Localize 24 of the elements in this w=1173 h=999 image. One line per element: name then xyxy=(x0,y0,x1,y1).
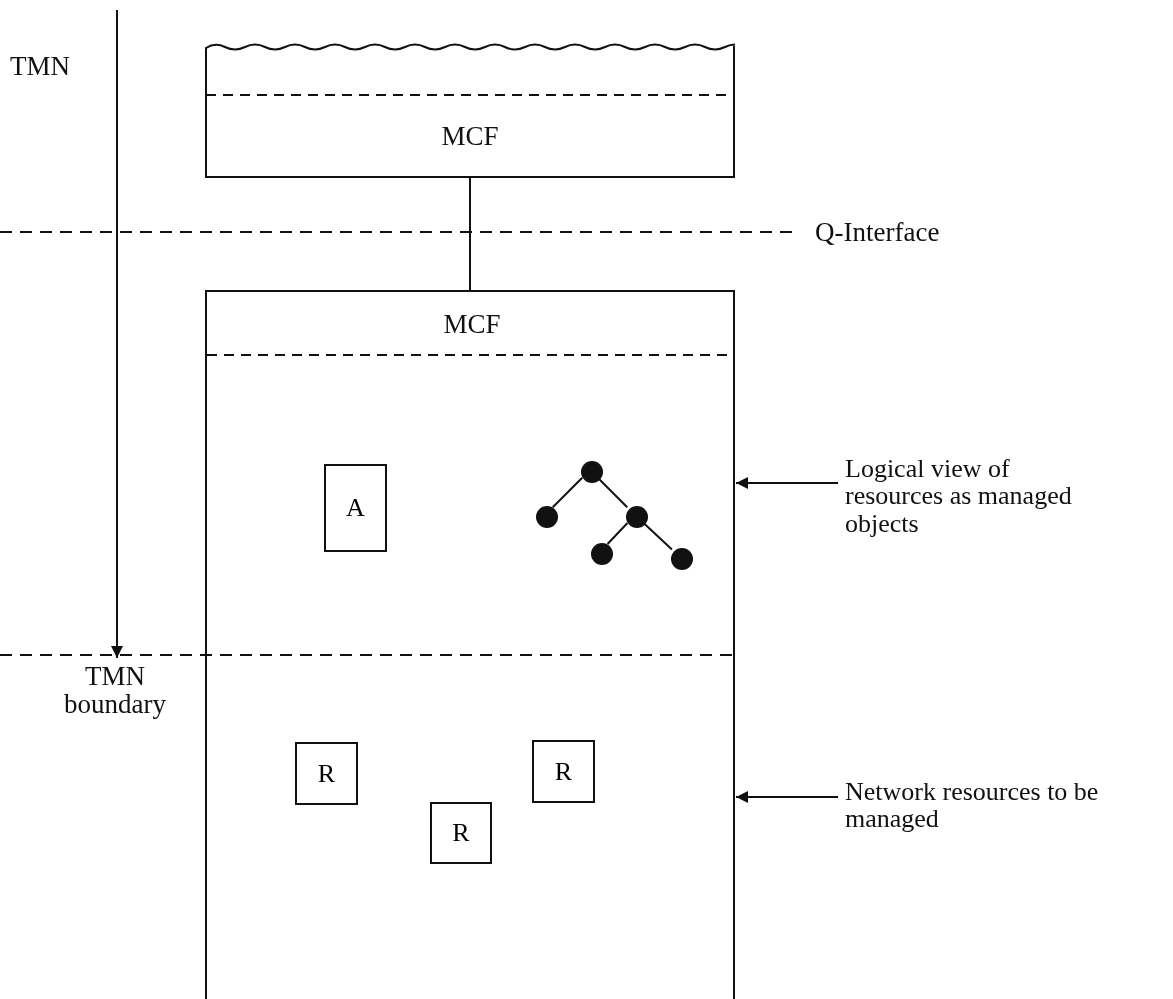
object-box xyxy=(532,740,595,803)
box-label: R xyxy=(452,818,470,848)
tree-node-dot xyxy=(536,506,558,528)
pointer-arrow xyxy=(735,791,839,803)
tree-link xyxy=(606,522,629,545)
pointer-arrow xyxy=(735,477,839,489)
connector-line xyxy=(469,177,471,291)
tree-node-dot xyxy=(591,543,613,565)
box-label: A xyxy=(346,493,365,523)
object-box xyxy=(295,742,358,805)
box-label: R xyxy=(317,758,336,789)
tree-node-dot xyxy=(581,461,603,483)
tree-node-dot xyxy=(626,506,648,528)
agent-box xyxy=(205,290,735,999)
annotation-text: Network resources to be managed xyxy=(845,778,1100,833)
box-label: R xyxy=(554,756,573,787)
object-box xyxy=(430,802,492,864)
tree-node-dot xyxy=(671,548,693,570)
function-label: MCF xyxy=(442,310,502,339)
function-label: MCF xyxy=(440,122,500,151)
tree-link xyxy=(551,476,584,509)
annotation-text: Logical view of resources as managed objects xyxy=(845,455,1073,537)
layer-label: TMN xyxy=(10,52,70,81)
object-box xyxy=(324,464,387,552)
